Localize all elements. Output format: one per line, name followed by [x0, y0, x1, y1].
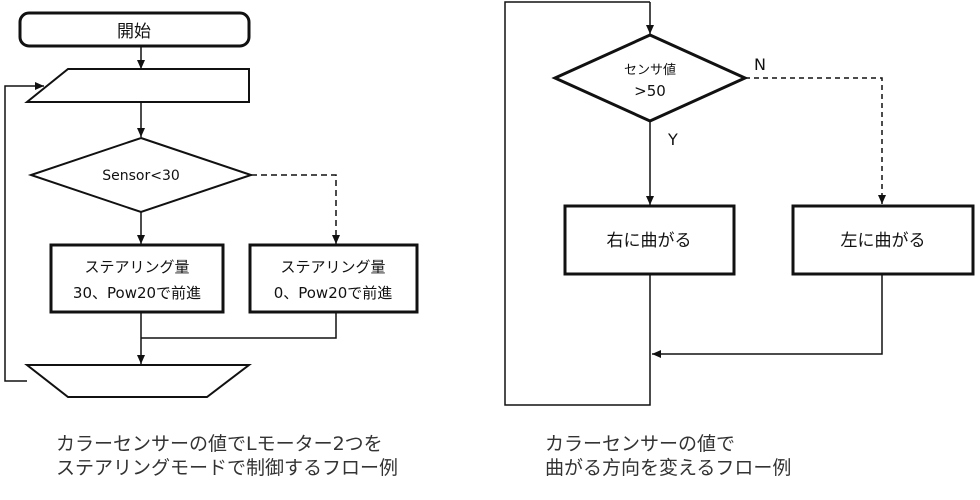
start-label: 開始 — [117, 22, 151, 42]
left-caption-line1: カラーセンサーの値でLモーター2つを — [56, 433, 383, 455]
left-caption-line2: ステアリングモードで制御するフロー例 — [56, 457, 399, 479]
steering-0-line1: ステアリング量 — [280, 258, 385, 276]
loop-back-line — [4, 82, 44, 382]
start-terminal — [18, 11, 251, 48]
sensor-decision-label: Sensor<30 — [102, 168, 180, 184]
steering-30-box — [49, 243, 225, 314]
left-turn-merge-arrow — [652, 274, 883, 358]
turn-left-label: 左に曲がる — [841, 231, 926, 251]
loop-start-shape — [24, 68, 250, 103]
yes-label: Y — [667, 130, 678, 149]
steering-30-line1: ステアリング量 — [84, 258, 189, 276]
right-caption-line2: 曲がる方向を変えるフロー例 — [545, 457, 792, 479]
right-caption-line1: カラーセンサーの値で — [545, 433, 736, 455]
sensor-value-decision-diamond — [551, 33, 749, 123]
sensor-value-decision-line1: センサ値 — [624, 62, 676, 78]
left-caption: カラーセンサーの値でLモーター2つを ステアリングモードで制御するフロー例 — [56, 432, 398, 480]
right-caption: カラーセンサーの値で 曲がる方向を変えるフロー例 — [545, 432, 791, 480]
turn-left-box — [791, 204, 975, 276]
sensor-value-decision-line2: >50 — [634, 82, 666, 100]
steering-0-line2: 0、Pow20で前進 — [274, 284, 393, 302]
right-box-merge-line — [141, 312, 337, 339]
left-flowchart: 開始 Sensor<30 ステアリング量 30、Pow20で前進 ステアリング量… — [4, 11, 419, 398]
loop-end-shape — [24, 364, 252, 398]
loop-back-line — [504, 1, 651, 406]
decision-to-right-box-dashed — [251, 174, 340, 244]
no-label: N — [754, 55, 766, 74]
steering-0-box — [248, 243, 419, 314]
steering-30-line2: 30、Pow20で前進 — [73, 284, 201, 302]
no-branch-dashed — [745, 77, 886, 204]
right-flowchart: センサ値 >50 Y N 右に曲がる 左に曲がる — [504, 1, 975, 406]
turn-right-label: 右に曲がる — [607, 231, 692, 251]
